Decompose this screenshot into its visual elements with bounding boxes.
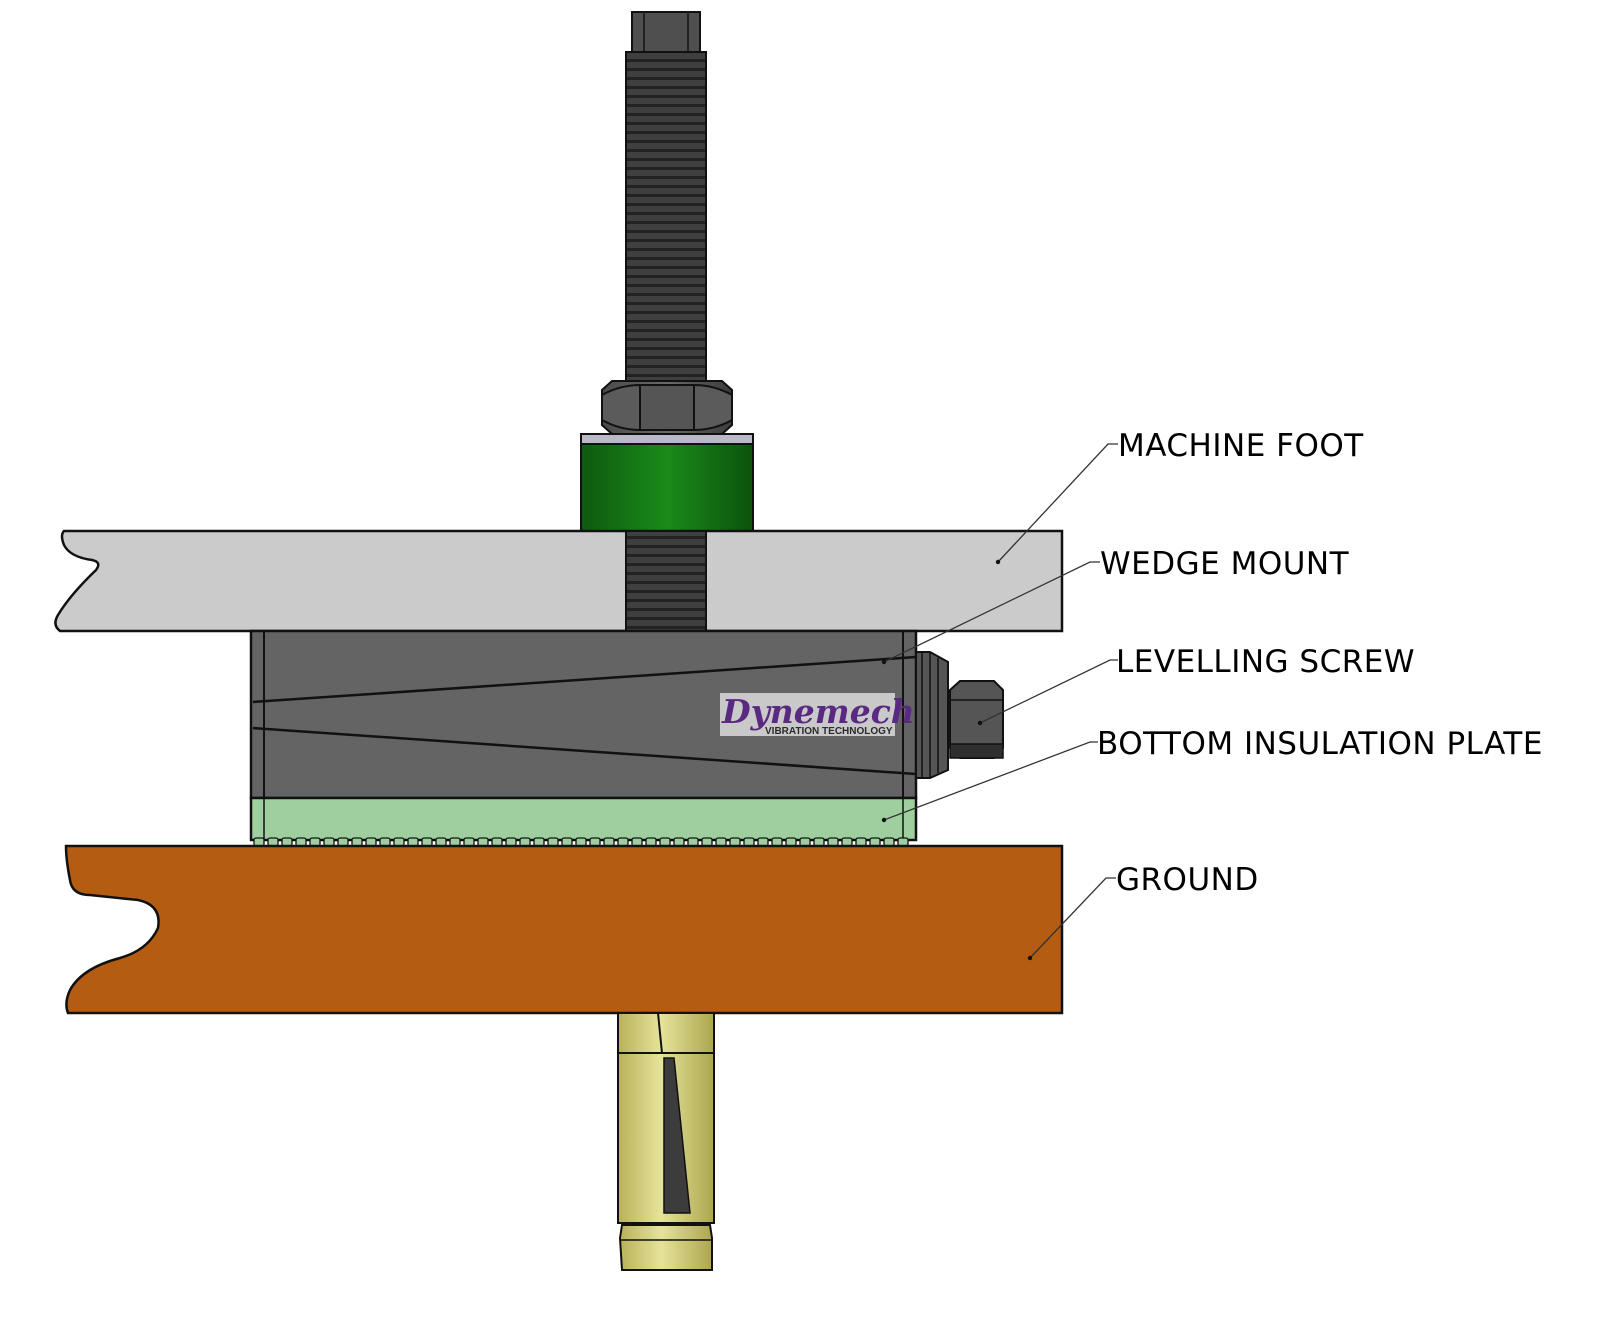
leader-bottom-insulation-plate xyxy=(883,741,1098,821)
leader-machine-foot xyxy=(997,443,1118,563)
leader-lines xyxy=(883,443,1118,959)
spherical-washer xyxy=(580,433,754,532)
hex-nut-icon xyxy=(601,380,733,435)
bottom-insulation-plate xyxy=(249,796,918,847)
ground xyxy=(64,844,1064,1015)
label-machine-foot: MACHINE FOOT xyxy=(1118,428,1364,464)
label-levelling-screw: LEVELLING SCREW xyxy=(1116,644,1415,680)
leader-dots xyxy=(881,559,1033,961)
dynemech-logo: Dynemech VIBRATION TECHNOLOGY xyxy=(720,692,915,737)
leader-levelling-screw xyxy=(979,659,1118,724)
label-wedge-mount: WEDGE MOUNT xyxy=(1100,546,1350,582)
logo-tagline: VIBRATION TECHNOLOGY xyxy=(765,726,893,737)
expansion-anchor-icon xyxy=(617,1012,715,1271)
label-bottom-insulation-plate: BOTTOM INSULATION PLATE xyxy=(1097,726,1543,762)
machine-foot xyxy=(54,529,1064,633)
levelling-screw xyxy=(915,651,1004,779)
label-ground: GROUND xyxy=(1116,862,1259,898)
leader-ground xyxy=(1029,877,1116,959)
leader-wedge-mount xyxy=(883,561,1100,663)
logo-brand: Dynemech xyxy=(721,692,915,731)
